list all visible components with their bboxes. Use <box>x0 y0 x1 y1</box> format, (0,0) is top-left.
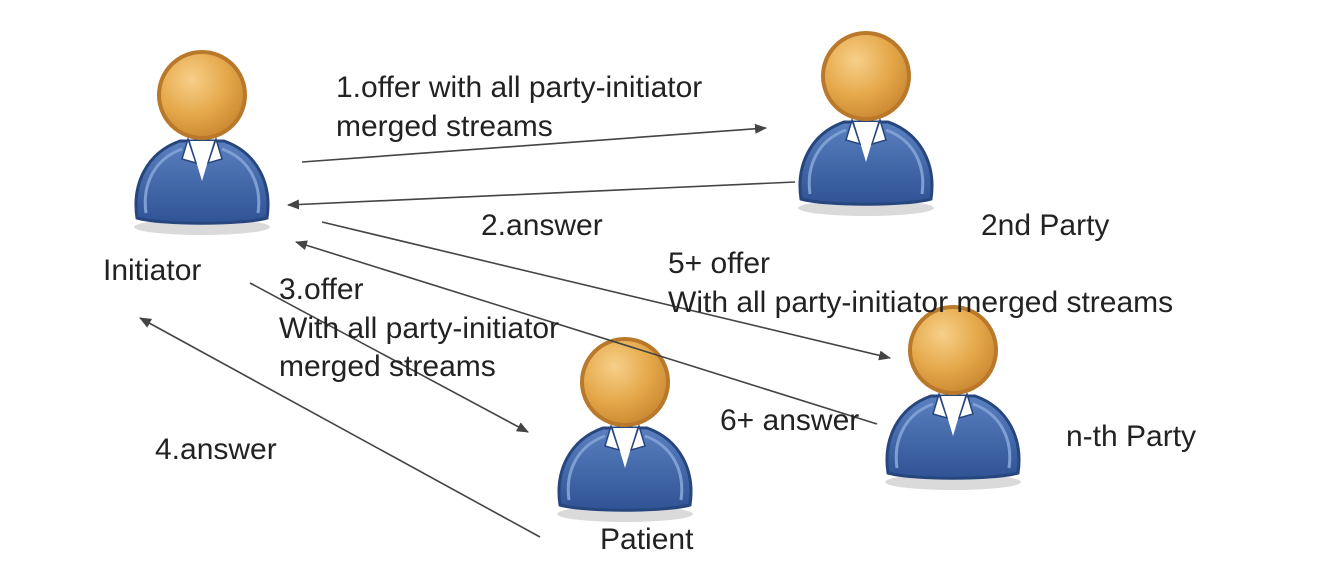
nth-party-avatar-icon <box>883 305 1023 492</box>
arrow-2-answer <box>287 181 796 210</box>
second-party-label: 2nd Party <box>981 209 1109 242</box>
message-2: 2.answer <box>481 209 603 242</box>
message-3-line-2: With all party-initiator <box>279 312 559 345</box>
initiator-avatar-icon <box>132 50 272 237</box>
message-3-line-3: merged streams <box>279 350 496 383</box>
initiator-label: Initiator <box>103 254 201 287</box>
patient-label: Patient <box>600 523 694 556</box>
message-1-line-2: merged streams <box>336 110 553 143</box>
arrow-5-offer <box>321 221 891 361</box>
patient-avatar-icon <box>555 337 695 524</box>
message-5-line-2: With all party-initiator merged streams <box>668 286 1173 319</box>
message-1-line-1: 1.offer with all party-initiator <box>336 71 702 104</box>
message-3-line-1: 3.offer <box>279 273 364 306</box>
second-party-avatar-icon <box>796 31 936 218</box>
arrow-6-answer <box>295 240 878 425</box>
message-5-line-1: 5+ offer <box>668 247 770 280</box>
arrow-1-offer <box>301 123 767 163</box>
arrow-3-offer <box>249 282 529 433</box>
nth-party-label: n-th Party <box>1066 420 1196 453</box>
message-6: 6+ answer <box>720 404 859 437</box>
arrow-4-answer <box>139 317 541 538</box>
message-4: 4.answer <box>155 433 277 466</box>
